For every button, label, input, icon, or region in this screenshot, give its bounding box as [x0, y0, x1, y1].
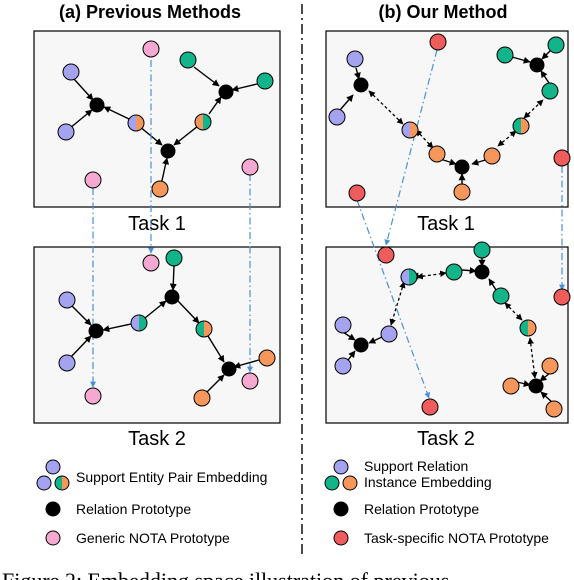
- right-task2-nodes: [334, 241, 571, 418]
- support-embedding-node: [165, 249, 183, 267]
- left-task1-label: Task 1: [128, 213, 186, 235]
- left-task2-nodes: [58, 249, 276, 407]
- nota-prototype-node: [84, 387, 102, 405]
- left-task2-label: Task 2: [128, 428, 186, 450]
- legend-support-symbol: [36, 459, 70, 491]
- nota-prototype-node: [553, 288, 571, 306]
- relation-prototype-node: [353, 77, 369, 93]
- support-embedding-node: [256, 72, 274, 90]
- right-task1-nodes: [328, 33, 571, 202]
- support-instance-node: [547, 36, 565, 54]
- nota-prototype-node: [553, 149, 571, 167]
- support-instance-node: [473, 241, 491, 259]
- nota-prototype-node: [377, 246, 395, 264]
- right-nota-link-1: [384, 49, 438, 246]
- support-instance-node: [541, 82, 559, 100]
- mixed-instance-node: [519, 319, 537, 337]
- mixed-instance-node: [400, 268, 418, 286]
- nota-prototype-node: [348, 184, 366, 202]
- legend-prototype-label: Relation Prototype: [364, 501, 479, 517]
- support-instance-node: [380, 325, 398, 343]
- nota-prototype-node: [84, 171, 102, 189]
- support-instance-node: [496, 46, 514, 64]
- relation-prototype-node: [88, 323, 104, 339]
- support-instance-node: [445, 263, 463, 281]
- nota-prototype-node: [142, 40, 160, 58]
- support-embedding-node: [58, 354, 76, 372]
- left-task1-panel: [33, 30, 281, 208]
- support-instance-node: [428, 145, 446, 163]
- relation-prototype-node: [160, 143, 176, 159]
- support-embedding-node: [58, 291, 76, 309]
- support-instance-node: [334, 357, 352, 375]
- relation-prototype-node: [474, 264, 490, 280]
- support-instance-node: [492, 287, 510, 305]
- mixed-instance-node: [512, 117, 530, 135]
- legend-prototype-symbol: [45, 501, 61, 517]
- legend-support-label-line1: Support Relation: [364, 458, 468, 474]
- relation-prototype-node: [529, 57, 545, 73]
- legend-prototype-label: Relation Prototype: [76, 501, 191, 517]
- right-title: (b) Our Method: [379, 2, 508, 22]
- support-instance-node: [453, 183, 471, 201]
- mixed-embedding-node: [130, 314, 148, 332]
- left-task1-nodes: [57, 40, 274, 198]
- nota-prototype-node: [241, 372, 259, 390]
- support-embedding-node: [62, 63, 80, 81]
- relation-prototype-node: [221, 361, 237, 377]
- support-embedding-node: [179, 51, 197, 69]
- legend-prototype-symbol: [333, 501, 349, 517]
- relation-prototype-node: [454, 159, 470, 175]
- support-instance-node: [346, 50, 364, 68]
- support-embedding-node: [258, 349, 276, 367]
- support-instance-node: [483, 147, 501, 165]
- mixed-embedding-node: [195, 320, 213, 338]
- nota-prototype-node: [429, 33, 447, 51]
- relation-prototype-node: [218, 84, 234, 100]
- legend-support-symbol: [324, 459, 358, 491]
- mixed-instance-node: [401, 121, 419, 139]
- support-embedding-node: [151, 180, 169, 198]
- right-task1-arrows: [339, 47, 554, 186]
- support-instance-node: [502, 377, 520, 395]
- nota-prototype-node: [421, 398, 439, 416]
- left-task2-panel: [33, 246, 281, 424]
- mixed-embedding-node: [194, 113, 212, 131]
- support-instance-node: [334, 316, 352, 334]
- right-task2-label: Task 2: [417, 428, 475, 450]
- left-title: (a) Previous Methods: [59, 2, 241, 22]
- legend-nota-label: Task-specific NOTA Prototype: [364, 530, 549, 546]
- nota-prototype-node: [241, 158, 259, 176]
- right-task1-label: Task 1: [417, 213, 475, 235]
- support-instance-node: [545, 400, 563, 418]
- left-task2-arrows: [69, 265, 260, 393]
- support-embedding-node: [57, 123, 75, 141]
- relation-prototype-node: [353, 337, 369, 353]
- support-instance-node: [328, 108, 346, 126]
- relation-prototype-node: [89, 97, 105, 113]
- legend-left: Support Entity Pair Embedding Relation P…: [36, 459, 267, 546]
- relation-prototype-node: [528, 378, 544, 394]
- figure-caption: Figure 2: Embedding space illustration o…: [2, 568, 449, 580]
- legend-right: Support Relation Instance Embedding Rela…: [324, 458, 549, 546]
- legend-nota-symbol: [45, 530, 61, 546]
- legend-support-label-line2: Instance Embedding: [364, 474, 492, 490]
- mixed-embedding-node: [127, 114, 145, 132]
- legend-nota-symbol: [333, 530, 349, 546]
- relation-prototype-node: [164, 289, 180, 305]
- legend-nota-label: Generic NOTA Prototype: [76, 530, 230, 546]
- support-embedding-node: [193, 389, 211, 407]
- support-instance-node: [541, 357, 559, 375]
- legend-support-label: Support Entity Pair Embedding: [76, 469, 267, 485]
- nota-prototype-node: [142, 254, 160, 272]
